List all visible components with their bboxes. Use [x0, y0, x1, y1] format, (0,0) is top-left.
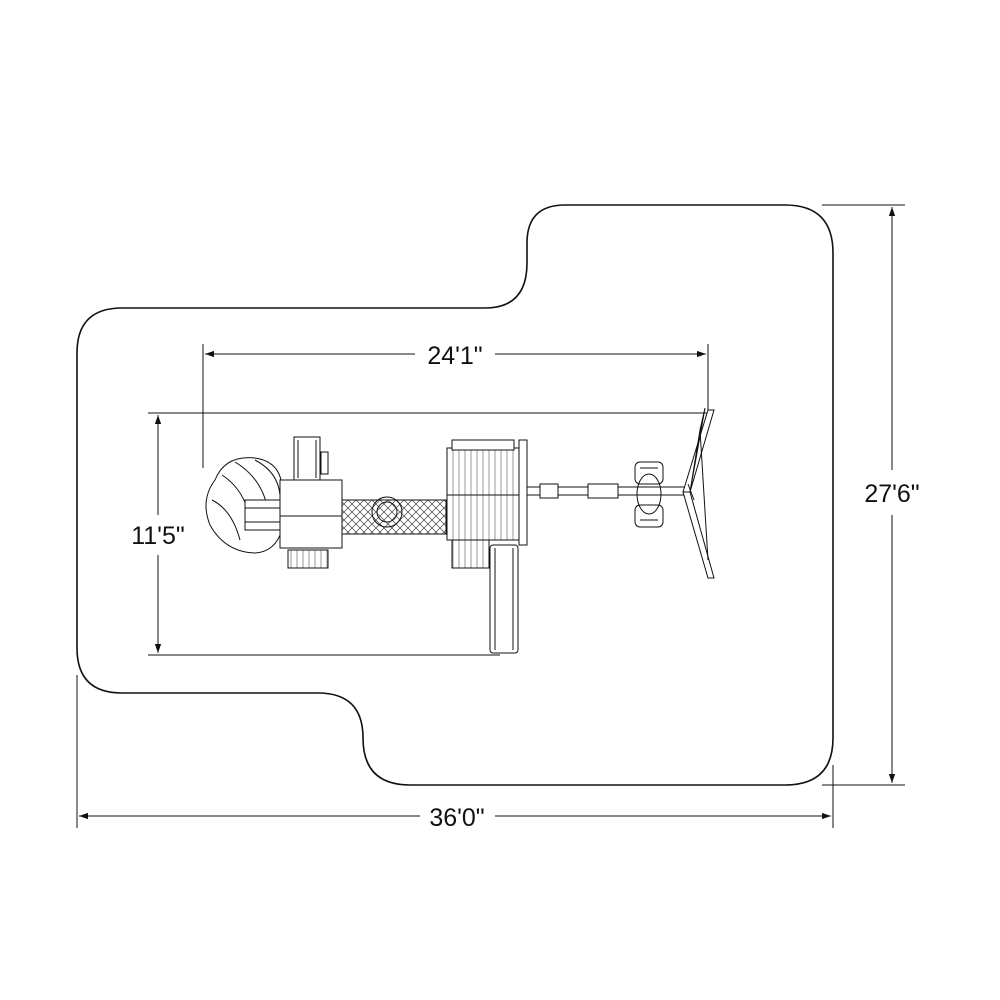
safety-zone-outline: [76, 204, 834, 786]
left-tower: [279, 479, 343, 569]
spiral-tube-slide: [205, 457, 286, 554]
playset-drawing: [205, 407, 715, 654]
lattice-bridge: [341, 496, 447, 535]
swing-glider: [634, 461, 664, 528]
overall-width-dimension: 36'0": [76, 675, 834, 832]
overall-depth-label: 27'6": [864, 480, 919, 508]
structure-width-label: 24'1": [427, 342, 482, 370]
structure-depth-label: 11'5": [131, 522, 185, 550]
main-tower: [446, 439, 528, 569]
swing-a-frame: [682, 407, 715, 579]
swing-beam: [526, 483, 688, 499]
overall-width-label: 36'0": [429, 804, 484, 832]
overall-depth-dimension: 27'6": [822, 204, 920, 786]
structure-depth-dimension: 11'5": [131, 412, 710, 656]
main-slide: [489, 544, 519, 654]
structure-width-dimension: 24'1": [202, 342, 709, 468]
upper-slide: [293, 436, 329, 482]
